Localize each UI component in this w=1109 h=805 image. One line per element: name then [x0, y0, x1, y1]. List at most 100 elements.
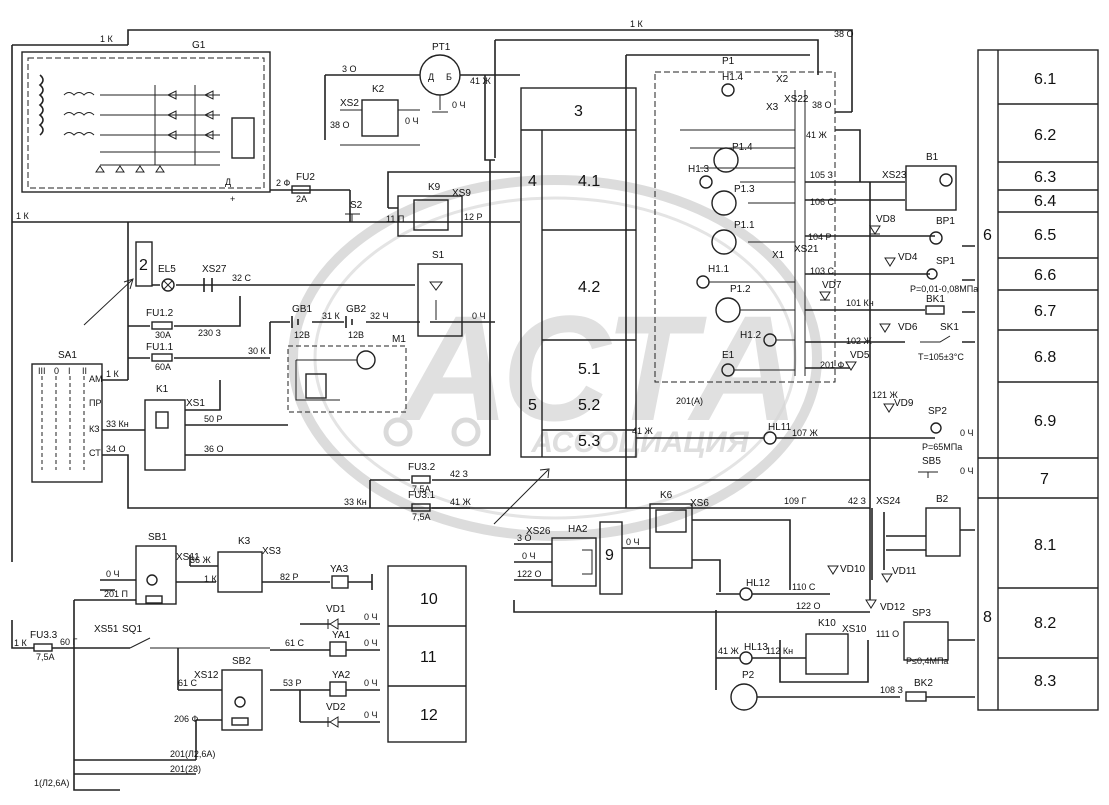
- svg-text:12 Р: 12 Р: [464, 212, 483, 222]
- svg-text:4.1: 4.1: [578, 173, 600, 190]
- svg-text:SB5: SB5: [922, 456, 941, 467]
- svg-text:HL12: HL12: [746, 578, 770, 589]
- svg-text:10: 10: [420, 591, 438, 608]
- relay-k10: K10 XS10: [779, 618, 869, 683]
- svg-text:Т=105±3°С: Т=105±3°С: [918, 352, 964, 362]
- svg-text:PT1: PT1: [432, 42, 451, 53]
- svg-text:Р=65МПа: Р=65МПа: [922, 442, 962, 452]
- svg-text:0 Ч: 0 Ч: [472, 311, 486, 321]
- svg-text:112 Кн: 112 Кн: [766, 646, 793, 656]
- svg-text:0 Ч: 0 Ч: [364, 678, 378, 688]
- svg-text:КЗ: КЗ: [89, 424, 100, 434]
- svg-text:6.1: 6.1: [1034, 71, 1056, 88]
- svg-text:K10: K10: [818, 618, 836, 629]
- instrument-cluster-p1: P1 H1.4 X2 X3 XS22 38 О 41 Ж P1.4 H1.3 P…: [625, 54, 935, 508]
- svg-text:YA2: YA2: [332, 670, 351, 681]
- svg-text:41 Ж: 41 Ж: [632, 426, 654, 436]
- svg-text:6.4: 6.4: [1034, 193, 1056, 210]
- svg-text:M1: M1: [392, 334, 406, 345]
- svg-text:201(Л2,6А): 201(Л2,6А): [170, 749, 215, 759]
- svg-text:42 З: 42 З: [450, 469, 468, 479]
- svg-text:S2: S2: [350, 200, 363, 211]
- zones-bottom: 10 11 12: [387, 565, 467, 743]
- svg-text:VD8: VD8: [876, 214, 896, 225]
- top-wiring: 1 К 1 К 3 О 41 Ж 38 О 1 К 2 Ф: [11, 19, 854, 562]
- svg-text:33 Кн: 33 Кн: [344, 497, 367, 507]
- diode-vd5: VD5: [845, 350, 870, 371]
- svg-text:XS23: XS23: [882, 170, 907, 181]
- svg-text:VD4: VD4: [898, 252, 918, 263]
- svg-text:230 З: 230 З: [198, 328, 221, 338]
- svg-text:3 О: 3 О: [517, 533, 532, 543]
- svg-text:41 Ж: 41 Ж: [470, 76, 492, 86]
- svg-text:K1: K1: [156, 384, 169, 395]
- svg-text:33 Кн: 33 Кн: [106, 419, 129, 429]
- svg-text:0 Ч: 0 Ч: [522, 551, 536, 561]
- button-sb5: SB5 0 Ч: [918, 456, 974, 478]
- svg-text:II: II: [82, 366, 87, 376]
- svg-text:X3: X3: [766, 102, 779, 113]
- svg-text:XS12: XS12: [194, 670, 219, 681]
- svg-text:BP1: BP1: [936, 216, 955, 227]
- diode-vd2: VD2 0 Ч: [300, 702, 380, 728]
- svg-text:1 К: 1 К: [100, 34, 114, 44]
- gear-icon: [383, 417, 413, 447]
- zones-center: 3 4 4.1 4.2 5 5.1 5.2 5.3: [493, 87, 637, 525]
- svg-text:101 Кн: 101 Кн: [846, 298, 874, 308]
- svg-text:0 Ч: 0 Ч: [364, 612, 378, 622]
- svg-text:2: 2: [139, 257, 148, 274]
- switch-sq1: XS51 SQ1: [94, 624, 270, 649]
- svg-text:VD2: VD2: [326, 702, 346, 713]
- svg-text:АМ: АМ: [89, 374, 103, 384]
- svg-text:I: I: [68, 366, 71, 376]
- svg-text:XS24: XS24: [876, 496, 901, 507]
- svg-text:6.9: 6.9: [1034, 413, 1056, 430]
- svg-text:XS27: XS27: [202, 264, 227, 275]
- generator-g1: G1 Д +: [21, 40, 271, 204]
- bottom-ground-wires: 201(Л2,6А) 201(28) 1(Л2,6А): [34, 600, 215, 791]
- svg-text:Р=0,01-0,08МПа: Р=0,01-0,08МПа: [910, 284, 978, 294]
- sensor-sp1: VD4 SP1 Р=0,01-0,08МПа: [884, 252, 978, 294]
- svg-text:S1: S1: [432, 250, 445, 261]
- svg-text:HA2: HA2: [568, 524, 588, 535]
- svg-text:6.7: 6.7: [1034, 303, 1056, 320]
- svg-text:61 С: 61 С: [178, 678, 198, 688]
- sensor-bk1: VD7 BK1: [819, 280, 945, 315]
- svg-text:60A: 60A: [155, 362, 171, 372]
- lamp-hl12: HL12 110 С: [716, 578, 830, 601]
- svg-text:FU3.2: FU3.2: [408, 462, 436, 473]
- svg-text:34 О: 34 О: [106, 444, 126, 454]
- svg-text:206 Ф: 206 Ф: [174, 714, 199, 724]
- svg-text:H1.2: H1.2: [740, 330, 762, 341]
- svg-text:32 С: 32 С: [232, 273, 252, 283]
- svg-text:B2: B2: [936, 494, 949, 505]
- svg-text:0 Ч: 0 Ч: [452, 100, 466, 110]
- svg-text:53 Р: 53 Р: [283, 678, 302, 688]
- fuse-fu1-1: FU1.1 60A 30 К: [128, 342, 270, 372]
- right-bus: [869, 182, 975, 641]
- svg-text:H1.4: H1.4: [722, 72, 744, 83]
- svg-text:SK1: SK1: [940, 322, 959, 333]
- svg-text:P2: P2: [742, 670, 755, 681]
- svg-text:38 О: 38 О: [330, 120, 350, 130]
- svg-text:122 О: 122 О: [796, 601, 821, 611]
- svg-text:SB1: SB1: [148, 532, 167, 543]
- watermark-main: АСТА: [397, 284, 799, 452]
- svg-text:XS10: XS10: [842, 624, 867, 635]
- watermark-oval-outer: [288, 175, 822, 541]
- svg-text:2A: 2A: [296, 194, 307, 204]
- svg-text:30 К: 30 К: [248, 346, 267, 356]
- sensor-bk2: BK2: [905, 678, 975, 702]
- svg-text:1 К: 1 К: [14, 638, 28, 648]
- svg-text:GB1: GB1: [292, 304, 312, 315]
- svg-text:III: III: [38, 366, 46, 376]
- valve-ya2: YA2 53 Р 0 Ч: [270, 670, 380, 722]
- svg-text:111 О: 111 О: [876, 629, 899, 639]
- svg-text:201 Ф: 201 Ф: [820, 360, 845, 370]
- svg-text:VD9: VD9: [894, 398, 914, 409]
- svg-text:BK2: BK2: [914, 678, 933, 689]
- svg-text:2 Ф: 2 Ф: [276, 178, 291, 188]
- svg-text:GB2: GB2: [346, 304, 366, 315]
- svg-text:HL11: HL11: [768, 422, 792, 433]
